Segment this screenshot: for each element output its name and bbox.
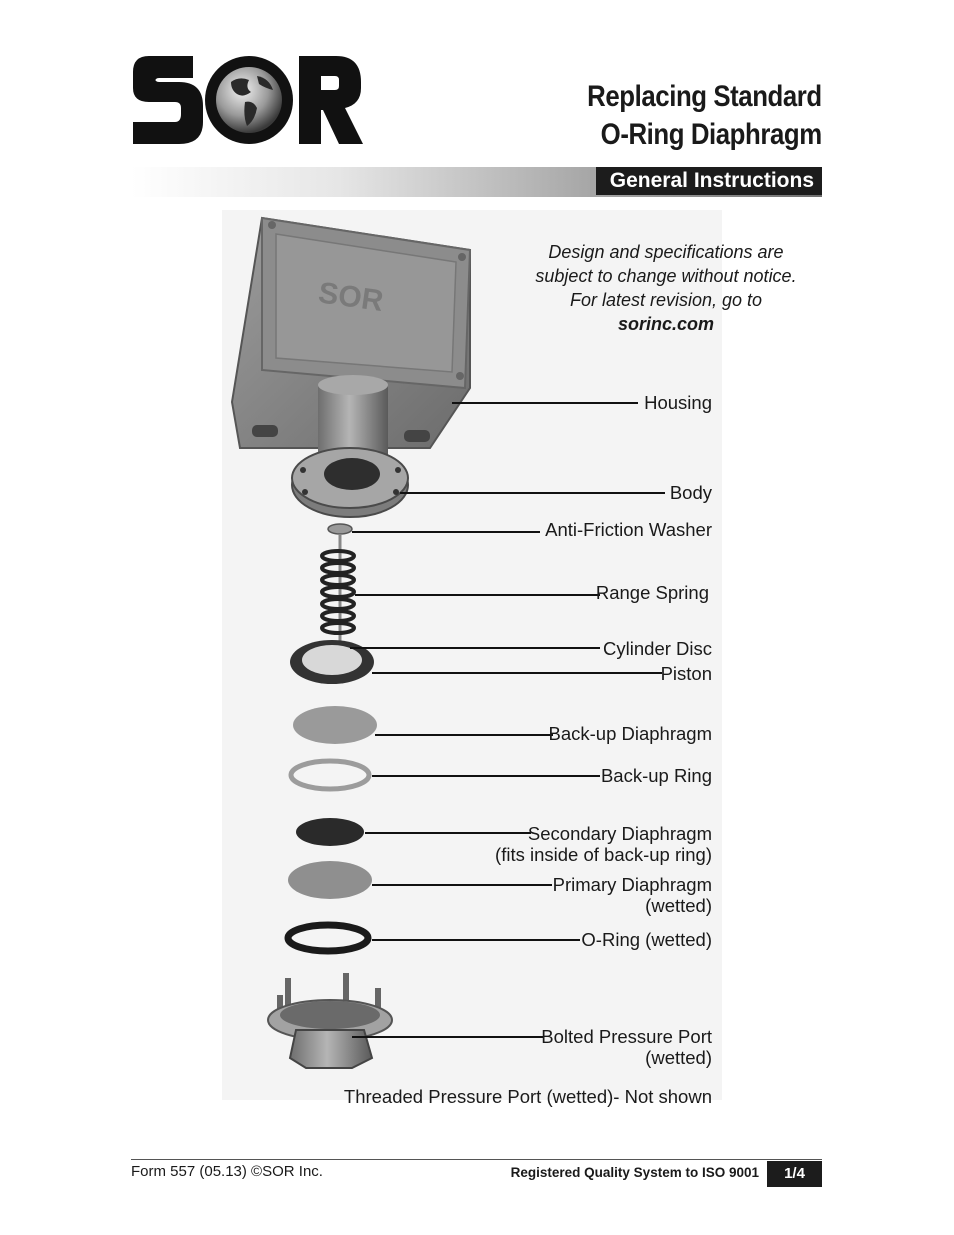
- iso-statement: Registered Quality System to ISO 9001: [510, 1165, 759, 1180]
- form-number: Form 557 (05.13) ©SOR Inc.: [131, 1163, 323, 1180]
- bolted-line-2: (wetted): [645, 1047, 712, 1068]
- note-line-1: Design and specifications are: [548, 242, 784, 262]
- label-threaded-pressure-port: Threaded Pressure Port (wetted)- Not sho…: [343, 1086, 712, 1107]
- leader-housing: [452, 402, 638, 404]
- label-body: Body: [669, 482, 712, 503]
- label-housing: Housing: [644, 392, 712, 413]
- website-link[interactable]: sorinc.com: [617, 314, 715, 334]
- range-spring-part: [320, 534, 356, 645]
- backup-ring-part: [288, 758, 372, 792]
- label-secondary-diaphragm: Secondary Diaphragm (fits inside of back…: [495, 823, 712, 865]
- leader-o-ring: [372, 939, 580, 941]
- page-number: 1/4: [767, 1161, 822, 1187]
- bolted-line-1: Bolted Pressure Port: [541, 1026, 712, 1047]
- primary-diaphragm-part: [288, 861, 372, 899]
- label-backup-diaphragm: Back-up Diaphragm: [548, 723, 713, 744]
- section-title: General Instructions: [595, 167, 822, 195]
- piston-part: [290, 640, 374, 684]
- body-part: [291, 375, 409, 518]
- secondary-line-1: Secondary Diaphragm: [527, 823, 712, 844]
- primary-line-2: (wetted): [645, 895, 712, 916]
- leader-washer: [352, 531, 540, 533]
- sor-logo: [133, 56, 363, 144]
- note-line-3: For latest revision, go to: [569, 290, 763, 310]
- leader-primary-diaphragm: [372, 884, 552, 886]
- secondary-diaphragm-part: [296, 818, 364, 846]
- title-line-1: Replacing Standard: [587, 80, 822, 113]
- title-line-2: O-Ring Diaphragm: [600, 118, 822, 151]
- footer-rule: [131, 1159, 822, 1160]
- anti-friction-washer-part: [327, 523, 353, 535]
- leader-spring: [355, 594, 600, 596]
- leader-body: [400, 492, 665, 494]
- o-ring-part: [284, 921, 372, 955]
- leader-bolted-port: [352, 1036, 544, 1038]
- leader-secondary-diaphragm: [365, 832, 531, 834]
- label-backup-ring: Back-up Ring: [600, 765, 712, 786]
- section-band: General Instructions: [131, 167, 822, 197]
- label-o-ring: O-Ring (wetted): [581, 929, 712, 950]
- page-title: Replacing Standard O-Ring Diaphragm: [587, 78, 822, 154]
- label-piston: Piston: [660, 663, 712, 684]
- leader-backup-ring: [372, 775, 600, 777]
- leader-piston: [372, 672, 662, 674]
- label-primary-diaphragm: Primary Diaphragm (wetted): [553, 874, 712, 916]
- revision-note: Design and specifications are subject to…: [520, 240, 812, 336]
- secondary-line-2: (fits inside of back-up ring): [495, 844, 712, 865]
- primary-line-1: Primary Diaphragm: [552, 874, 712, 895]
- label-cylinder-disc: Cylinder Disc: [603, 638, 712, 659]
- bolted-pressure-port-part: [267, 973, 393, 1069]
- backup-diaphragm-part: [293, 706, 377, 744]
- leader-cylinder-disc: [350, 647, 600, 649]
- label-range-spring: Range Spring: [595, 582, 709, 603]
- note-line-2: subject to change without notice.: [535, 266, 797, 286]
- label-anti-friction-washer: Anti-Friction Washer: [545, 519, 712, 540]
- leader-backup-diaphragm: [375, 734, 553, 736]
- housing-part: SOR: [230, 216, 472, 449]
- label-bolted-pressure-port: Bolted Pressure Port (wetted): [541, 1026, 712, 1068]
